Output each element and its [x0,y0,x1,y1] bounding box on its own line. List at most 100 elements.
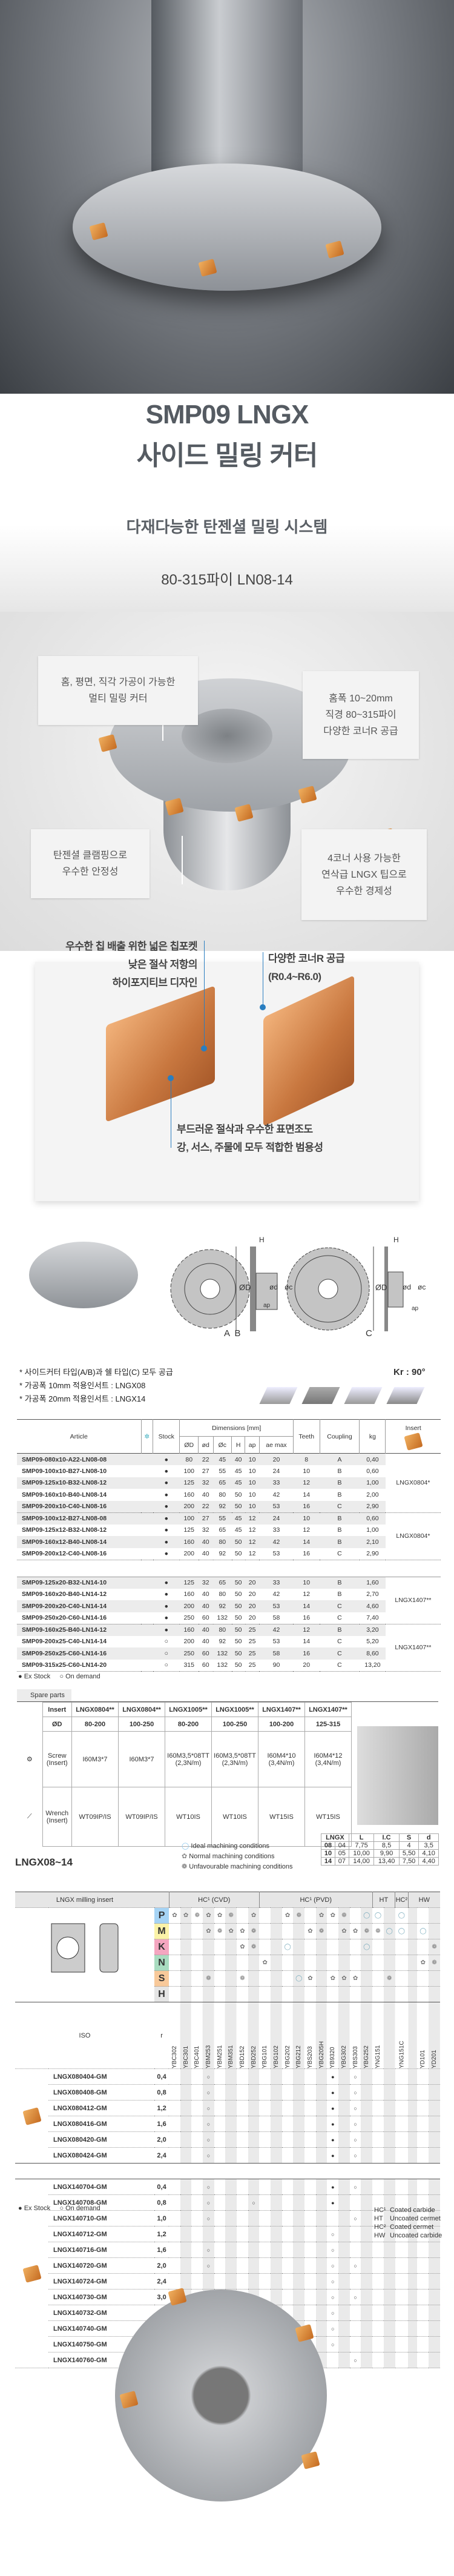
grade-name: YBC401 [191,2002,203,2069]
grade-name: YBD252 [248,2002,260,2069]
dim-label-d: ød [403,1283,412,1291]
size-cell: 7,50 [398,1857,419,1866]
condition-cell [408,1955,418,1971]
corner-radius: 2,4 [154,2147,169,2164]
stock-cell [417,2100,429,2116]
stock-cell [214,2131,226,2148]
value-cell: 25 [245,1647,260,1660]
coolant-cell [141,1453,153,1465]
feature-text: 홈, 평면, 직각 가공이 가능한 [61,677,176,687]
stock-cell: ● [327,2084,339,2101]
value-cell: 20 [248,1614,256,1621]
value-cell: 12 [303,1591,311,1598]
condition-cell [349,1939,361,1955]
stock-cell: ○ [203,2257,214,2274]
value-cell: 53 [272,1638,280,1646]
value-cell: 14 [303,1638,311,1646]
condition-cell: ◯ [372,1907,384,1924]
stock-cell [315,2210,327,2227]
condition-cell [395,1986,409,2002]
stock-cell [281,2242,294,2258]
condition-cell: ◯ [361,1907,373,1924]
grade-name: YB9320 [327,2002,339,2069]
insert-image [301,2451,320,2469]
stock-cell [429,2257,440,2274]
stock-cell [259,2257,271,2274]
corner-radius: 1,2 [154,2226,169,2242]
stock-cell [315,2257,327,2274]
spare-cell: 80-200 [71,1717,119,1732]
stock-cell [383,2210,395,2227]
condition-cell [271,1955,282,1971]
stock-cell: ○ [327,2320,339,2337]
coolant-cell [141,1500,153,1512]
condition-cell [383,1955,395,1971]
condition-cell [408,1986,418,2002]
stock-cell [304,2179,316,2195]
value-cell: 250 [179,1647,199,1660]
value-cell: B [320,1477,360,1489]
stock-cell [293,2116,305,2132]
value-cell: 1,60 [359,1577,386,1589]
value-cell: 10 [293,1512,320,1525]
spare-cell: I60M4*12 (3,4N/m) [304,1731,352,1787]
article-cell: SMP09-200x25-C40-LN14-14 [22,1638,107,1646]
article-cell: SMP09-250x20-C60-LN14-16 [22,1614,107,1621]
stock-cell [169,2100,180,2116]
spindle-image [151,0,303,182]
stock-cell [349,2305,361,2321]
value-cell: ● [164,1491,168,1498]
stock-cell [293,2100,305,2116]
value-cell: 45 [231,1512,245,1525]
stock-cell [169,2210,180,2227]
condition-cell [191,1986,203,2002]
dim-label-H: H [393,1236,399,1244]
stock-cell [395,2352,409,2368]
spare-cell: WT09IP/IS [71,1787,119,1847]
condition-cell [203,1955,214,1971]
stock-cell [372,2289,384,2305]
stock-cell [417,2226,429,2242]
value-cell: 12 [248,1550,256,1557]
stock-cell [271,2179,282,2195]
insert-code: LNGX080420-GM [48,2131,154,2148]
value-cell: 200 [179,1500,199,1512]
condition-cell [408,1907,418,1924]
condition-cell [372,1986,384,2002]
stock-cell [417,2352,429,2368]
value-cell: B [337,1491,342,1498]
stock-cell [361,2305,373,2321]
face-milling-icon [301,1387,340,1404]
stock-cell [429,2320,440,2337]
grade-name [383,2002,395,2069]
col-dimensions: Dimensions [mm] [179,1419,294,1437]
article-cell: SMP09-200x20-C40-LN14-14 [17,1600,141,1612]
stock-cell [429,2068,440,2085]
stock-cell: ○ [327,2336,339,2353]
condition-cell [408,1970,418,1987]
stock-cell [408,2226,418,2242]
value-cell: 80 [213,1536,232,1548]
material-S: S [154,1970,169,1987]
value-cell: C [337,1638,342,1646]
condition-cell [417,1907,429,1924]
value-cell: 40 [202,1591,209,1598]
stock-cell [259,2131,271,2148]
stock-cell [361,2210,373,2227]
value-cell: 50 [231,1624,245,1636]
stock-cell [259,2179,271,2195]
insert-header: LNGX milling insert [15,1892,154,1908]
stock-cell [338,2116,350,2132]
callout-line: 하이포지티브 디자인 [112,977,198,988]
value-cell: ● [153,1453,180,1465]
grade-name: YBM251 [214,2002,226,2069]
value-cell: 92 [219,1638,226,1646]
value-cell: 200 [183,1550,194,1557]
condition-cell [372,1970,384,1987]
article-cell: SMP09-200x10-C40-LN08-16 [17,1500,141,1512]
